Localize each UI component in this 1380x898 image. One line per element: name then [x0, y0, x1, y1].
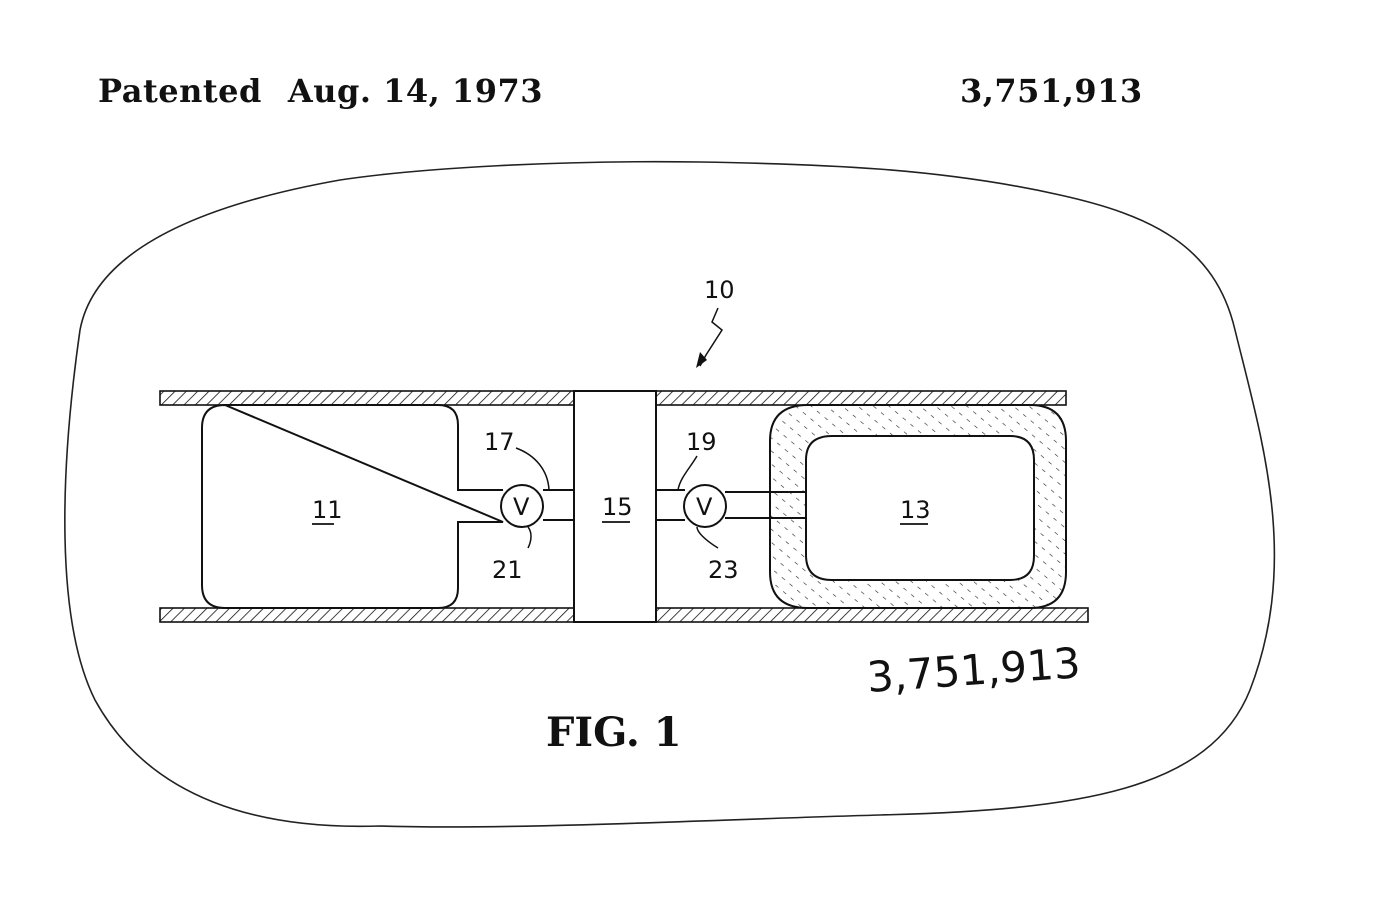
leader-21: [527, 526, 532, 549]
left-valve: [500, 484, 544, 528]
center-block: [573, 390, 657, 623]
ref-13: 13: [900, 496, 931, 524]
ref-21: 21: [492, 556, 523, 584]
bottom-wall-left: [159, 607, 575, 623]
right-valve: [683, 484, 727, 528]
top-wall-left: [159, 390, 575, 406]
patent-date: Aug. 14, 1973: [287, 72, 543, 110]
ref-10: 10: [704, 276, 735, 304]
leader-19: [677, 455, 698, 491]
patented-label: Patented: [98, 72, 262, 110]
ref-17: 17: [484, 428, 515, 456]
leader-23: [696, 526, 719, 549]
top-wall-right: [655, 390, 1067, 406]
valve-left-letter: V: [513, 493, 530, 521]
valve-right-letter: V: [696, 493, 713, 521]
ref-11: 11: [312, 496, 343, 524]
ref-19: 19: [686, 428, 717, 456]
right-chamber-insulation: [769, 404, 1067, 609]
ref-15: 15: [602, 493, 633, 521]
handwritten-patent-number: 3,751,913: [865, 638, 1082, 702]
arrow-10: [696, 352, 707, 368]
leader-17: [515, 447, 550, 491]
patent-date-line: Patented Aug. 14, 1973: [98, 72, 543, 110]
bottom-wall-right: [655, 607, 1089, 623]
figure-caption: FIG. 1: [546, 709, 682, 756]
ref-23: 23: [708, 556, 739, 584]
left-chamber: [201, 403, 504, 609]
cloud-outline: [64, 160, 1276, 828]
patent-number: 3,751,913: [960, 72, 1143, 110]
